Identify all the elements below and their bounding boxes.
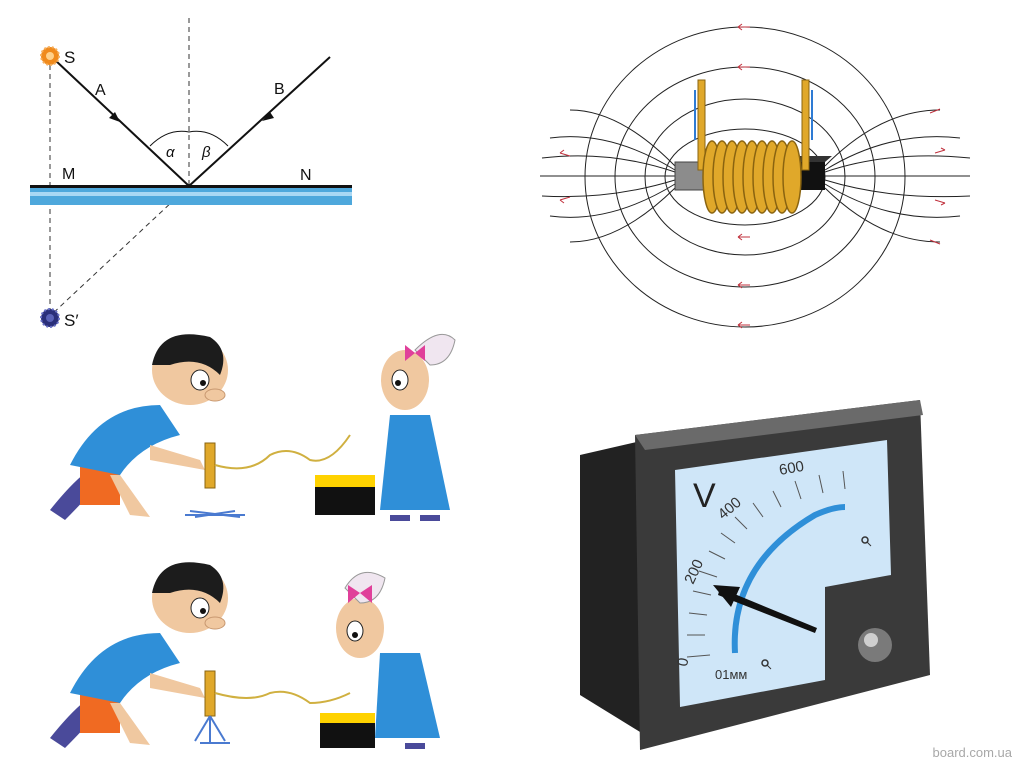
scale-label-0: 0	[674, 657, 692, 668]
coil-field-diagram	[540, 23, 971, 329]
girl-figure	[380, 333, 456, 521]
boy-hair	[152, 334, 224, 375]
ray-out-label: B	[274, 81, 285, 98]
mirror-left-label: M	[62, 166, 75, 183]
nails-pile	[194, 715, 230, 744]
unit-label: V	[693, 477, 716, 515]
battery-icon	[315, 475, 375, 515]
watermark: board.com.ua	[932, 745, 1013, 760]
needle-tip	[713, 585, 740, 607]
image-label: S′	[64, 311, 79, 330]
model-label: 01мм	[715, 667, 747, 682]
nails-pile	[185, 510, 245, 518]
knob-highlight	[864, 633, 878, 647]
incident-ray	[54, 59, 190, 187]
electromagnet-nail	[204, 670, 216, 717]
girl-bow	[405, 345, 425, 361]
wire	[214, 434, 351, 470]
boy-figure	[50, 562, 228, 748]
angle-alpha-arc	[149, 130, 190, 147]
mirror-surface	[30, 185, 352, 188]
screw-icon	[861, 536, 872, 547]
battery-icon	[320, 713, 375, 748]
source-label: S	[64, 48, 75, 67]
kids-scene-top	[50, 333, 456, 521]
wire	[214, 690, 351, 705]
field-direction-arrows	[559, 23, 946, 329]
incident-ray-arrow	[109, 112, 120, 122]
rod-left	[697, 79, 706, 171]
reflected-ray-arrow	[262, 112, 274, 121]
mirror-right-label: N	[300, 167, 312, 184]
girl-figure	[336, 571, 440, 749]
boy-hair	[152, 562, 224, 603]
mirror-glass	[30, 188, 352, 205]
girl-bow	[348, 585, 372, 603]
angle-beta-arc	[188, 130, 229, 147]
electromagnet-nail	[204, 442, 216, 489]
scale-arc	[731, 504, 846, 654]
boy-figure	[50, 334, 228, 520]
scale-ticks	[686, 470, 846, 658]
core-grey-end	[674, 161, 706, 191]
ray-in-label: A	[95, 82, 106, 99]
angle-beta-label: β	[201, 144, 211, 161]
coil-winding	[702, 140, 802, 214]
scale-label-600: 600	[778, 458, 806, 479]
angle-alpha-label: α	[166, 144, 175, 161]
screw-icon	[761, 659, 772, 670]
source-star-icon	[40, 46, 60, 66]
mirror-highlight	[30, 192, 352, 196]
voltmeter-bezel	[635, 400, 923, 450]
reflection-diagram: S S′ A B M N α β	[30, 18, 352, 330]
virtual-ray-line	[49, 185, 190, 317]
kids-scene-bottom	[50, 562, 440, 749]
meter-needle	[718, 588, 817, 633]
voltmeter-illustration: V 0 200 400 600 01мм	[580, 400, 930, 750]
rod-right	[801, 79, 810, 171]
reflected-ray	[188, 56, 331, 187]
image-star-icon	[40, 308, 60, 328]
voltmeter-shell	[580, 440, 645, 735]
